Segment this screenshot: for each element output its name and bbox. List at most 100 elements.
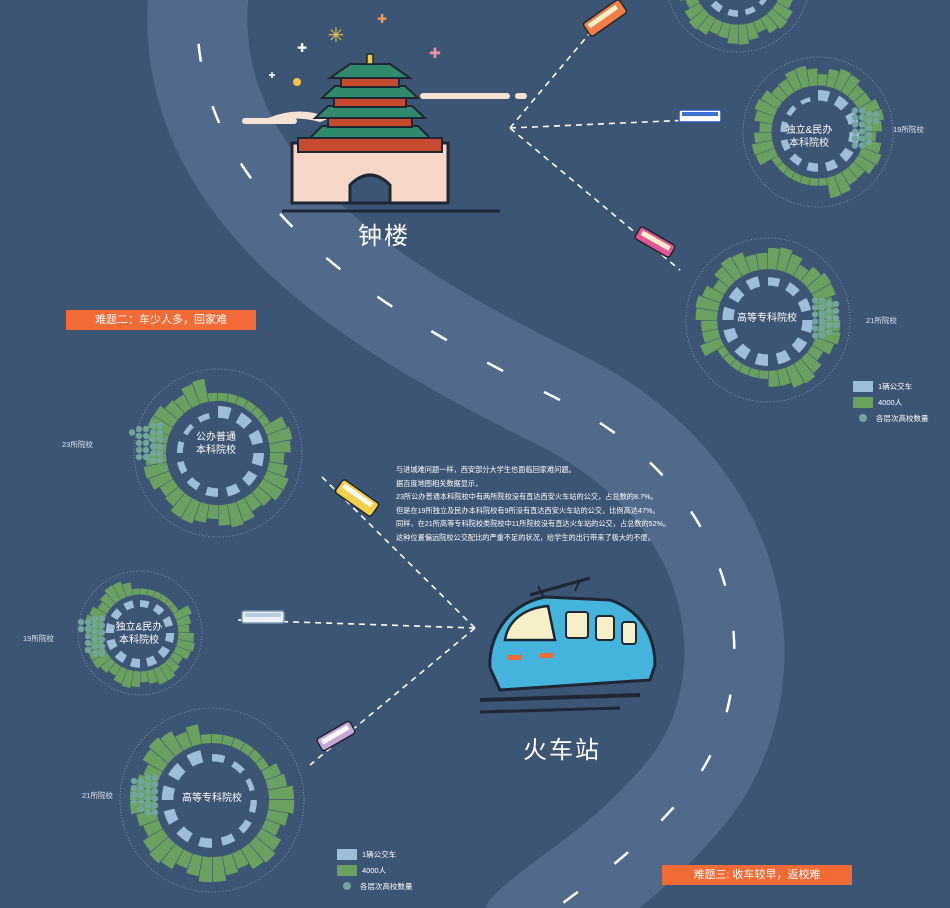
ring-people-segment <box>777 367 791 387</box>
ring-people-segment <box>148 737 175 764</box>
ring-people-segment <box>173 605 192 620</box>
ring-people-segment <box>173 646 191 660</box>
ring-people-segment <box>149 837 176 864</box>
ring-bus-segment <box>105 623 116 633</box>
ring-bus-segment <box>205 486 218 497</box>
ring-people-segment <box>227 501 244 528</box>
ring-bus-segment <box>785 282 800 297</box>
ring-bus-segment <box>218 406 232 420</box>
ring-bus-segment <box>797 297 812 313</box>
ring-bus-segment <box>825 159 839 172</box>
ring-people-segment <box>739 364 751 376</box>
school-dot <box>91 629 99 636</box>
school-dot <box>91 636 99 643</box>
bell-tower-icon: ✳ ✚ ✚ ✚ ✚ <box>242 12 527 213</box>
count-label-top-independent: 19所院校 <box>893 125 924 134</box>
ring-outline <box>119 707 305 893</box>
ring-people-segment <box>257 414 270 427</box>
ring-people-segment <box>207 504 218 520</box>
ring-bus-segment <box>161 785 176 800</box>
ring-people-segment <box>132 588 140 596</box>
school-dot <box>865 117 873 125</box>
ring-people-segment <box>760 90 783 109</box>
school-dot <box>137 805 145 813</box>
bus-icon-white <box>241 610 285 624</box>
school-dot <box>811 325 819 332</box>
body-line: 这种位置偏远院校公交配比的严重不足的状况，给学生的出行带来了极大的不便。 <box>396 532 655 542</box>
ring-people-segment <box>700 337 724 357</box>
ring-people-segment <box>97 601 111 614</box>
school-dot <box>84 632 92 640</box>
ring-title-line: 本科院校 <box>196 445 236 456</box>
school-dot <box>865 124 873 132</box>
ring-people-segment <box>194 502 209 523</box>
ring-bus-segment <box>780 121 788 132</box>
school-dot <box>851 114 859 121</box>
ring-people-segment <box>159 479 179 497</box>
count-label-left-independent: 19所院校 <box>23 634 54 643</box>
ring-people-segment <box>695 308 718 320</box>
ring-people-segment <box>131 670 140 688</box>
body-line: 但是在19所独立及民办本科院校有9所没有直达西安火车站的公交，比例高达47%。 <box>396 505 660 515</box>
ring-people-segment <box>100 658 116 673</box>
ring-people-segment <box>826 175 842 199</box>
ring-people-segment <box>108 662 121 676</box>
school-dot <box>135 425 143 433</box>
school-dot <box>98 629 106 636</box>
svg-text:✳: ✳ <box>328 25 345 47</box>
ring-people-segment <box>853 92 871 109</box>
ring-people-segment <box>801 352 822 374</box>
school-dot <box>818 311 826 318</box>
svg-text:✚: ✚ <box>297 41 307 55</box>
ring-people-segment <box>709 18 723 35</box>
ring-people-segment <box>176 849 193 869</box>
ring-bus-segment <box>758 0 767 6</box>
ring-people-segment <box>777 162 789 174</box>
ring-people-segment <box>731 252 751 276</box>
ring-charts <box>77 0 894 893</box>
ring-bus-segment <box>220 833 236 846</box>
svg-text:✚: ✚ <box>429 45 441 61</box>
legend-label: 4000人 <box>362 865 387 875</box>
ring-bus-segment <box>800 97 811 105</box>
ring-bus-segment <box>818 90 831 102</box>
ring-people-segment <box>248 749 263 763</box>
ring-people-segment <box>153 591 162 600</box>
school-dot <box>142 439 150 447</box>
school-dot <box>137 777 145 785</box>
ring-people-segment <box>700 320 718 332</box>
ring-top-independent <box>742 56 894 208</box>
ring-people-segment <box>768 247 780 270</box>
school-dot <box>151 802 159 809</box>
ring-people-segment <box>249 836 276 863</box>
legend-label: 各层次高校数量 <box>876 413 929 423</box>
ring-people-segment <box>269 440 291 453</box>
school-dot <box>811 332 819 339</box>
ring-people-segment <box>222 853 239 876</box>
ring-bus-segment <box>106 638 118 651</box>
ring-people-segment <box>165 486 185 507</box>
ring-bus-segment <box>768 277 781 288</box>
school-dot <box>135 432 143 440</box>
ring-people-segment <box>218 504 231 526</box>
ring-bus-segment <box>163 808 179 825</box>
legend-label: 各层次高校数量 <box>360 881 413 891</box>
ring-people-segment <box>702 329 721 343</box>
school-dot <box>91 615 99 622</box>
count-label-top-college: 21所院校 <box>866 316 897 325</box>
ring-people-segment <box>771 155 783 167</box>
school-dot <box>811 318 819 325</box>
ring-title-line: 独立&民办 <box>115 622 163 633</box>
ring-people-segment <box>104 585 121 604</box>
ring-people-segment <box>795 65 810 89</box>
legend-item: 1辆公交车 <box>853 378 929 394</box>
ring-people-segment <box>760 14 778 34</box>
ring-people-segment <box>776 247 793 273</box>
ring-people-segment <box>841 74 861 97</box>
ring-bus-segment <box>183 423 194 436</box>
ring-people-segment <box>793 358 816 384</box>
school-dot <box>851 142 859 149</box>
ring-bus-segment <box>157 646 170 659</box>
ring-bus-segment <box>744 6 756 15</box>
ring-people-segment <box>738 23 750 45</box>
